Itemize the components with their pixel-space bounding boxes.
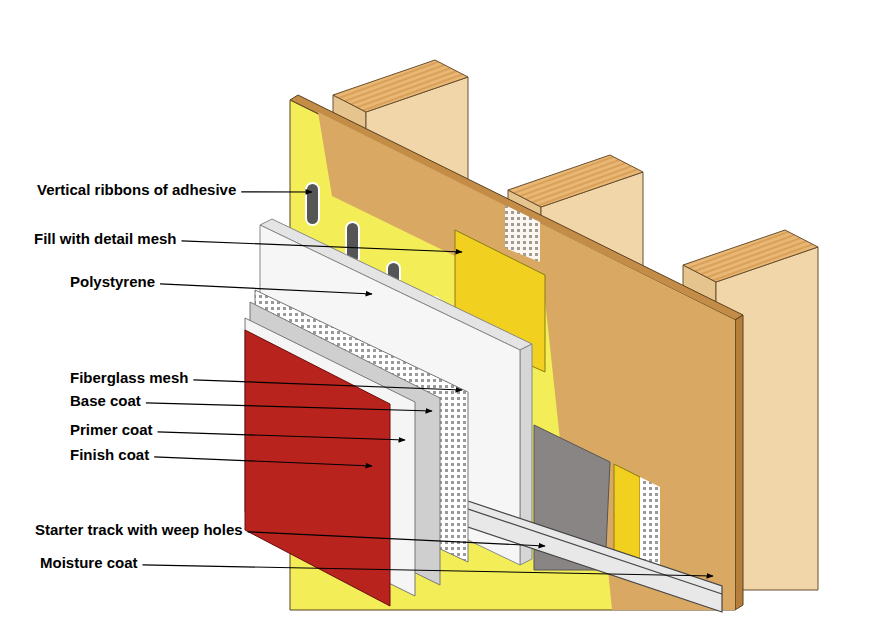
layer-label: Fiberglass mesh	[70, 369, 188, 387]
leader-line	[193, 380, 462, 390]
leader-line	[160, 284, 372, 294]
layer-label: Base coat	[70, 392, 141, 410]
leader-line	[154, 457, 372, 466]
starter-track	[450, 495, 722, 612]
leader-line	[248, 532, 545, 546]
leader-line	[241, 191, 312, 192]
leader-line	[146, 403, 432, 411]
layer-label: Finish coat	[70, 446, 149, 464]
leader-line	[182, 241, 462, 252]
layer-label: Polystyrene	[70, 273, 155, 291]
layer-label: Vertical ribbons of adhesive	[37, 181, 236, 199]
layer-label: Fill with detail mesh	[34, 230, 177, 248]
layer-label: Primer coat	[70, 421, 153, 439]
layer-label: Starter track with weep holes	[35, 521, 243, 539]
leader-line	[158, 432, 405, 440]
layer-label: Moisture coat	[40, 554, 138, 572]
finish-layers	[245, 290, 468, 606]
leader-line	[143, 565, 713, 576]
